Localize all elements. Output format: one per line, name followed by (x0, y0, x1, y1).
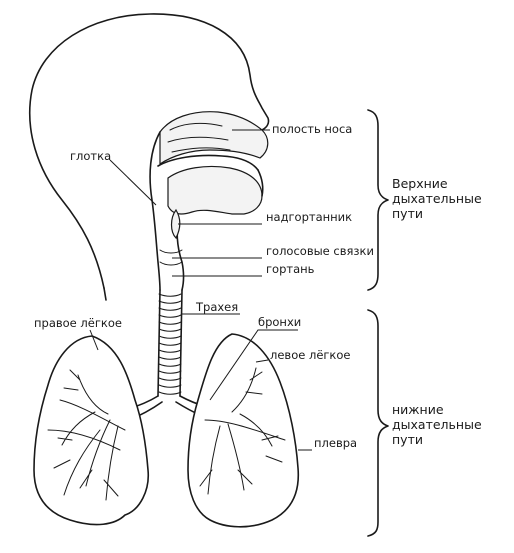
right-bronchial-tree (53, 369, 119, 501)
label-vocal-cords: голосовые связки (266, 244, 374, 258)
epiglottis-shape (170, 208, 181, 240)
upper-airways-line-2: дыхательные (392, 191, 482, 206)
tongue (167, 165, 263, 215)
lower-airways-line-1: нижние (392, 402, 444, 417)
upper-airways-brace (367, 109, 389, 291)
left-lung-shape (187, 333, 300, 528)
leader-pharynx (109, 159, 157, 206)
trachea-left-wall (157, 289, 161, 397)
trachea-ring (158, 314, 182, 318)
upper-airways-line-1: Верхние (392, 176, 448, 191)
palate (157, 154, 259, 171)
trachea-ring (158, 377, 182, 381)
trachea-ring (158, 335, 182, 339)
lower-airways-line-3: пути (392, 432, 423, 447)
head-outline (28, 13, 270, 289)
label-nasal-cavity: полость носа (272, 122, 352, 136)
trachea-ring (158, 300, 182, 304)
trachea-ring (158, 370, 182, 374)
label-trachea: Трахея (195, 300, 238, 314)
trachea-right-wall (179, 289, 183, 397)
leader-bronchi (209, 329, 298, 401)
right-lung-shape (33, 335, 150, 526)
label-pleura: плевра (314, 436, 357, 450)
trachea-ring (158, 307, 182, 311)
upper-airways-line-3: пути (392, 206, 423, 221)
nasal-turbinates (167, 122, 231, 153)
larynx-shape (159, 249, 183, 266)
trachea-ring (158, 384, 182, 388)
trachea-ring (158, 363, 182, 367)
label-right-lung: правое лёгкое (34, 316, 122, 330)
neck-back (103, 287, 107, 301)
trachea-ring (158, 328, 182, 332)
leader-right-lung (89, 329, 99, 351)
label-pharynx: глотка (70, 149, 111, 163)
label-left-lung: левое лёгкое (270, 348, 351, 362)
left-lung-lobe-line (204, 419, 286, 441)
left-bronchial-tree (199, 367, 283, 495)
label-bronchi: бронхи (258, 315, 301, 329)
leader-left-lung (255, 359, 269, 363)
pharynx-wall-back (149, 131, 161, 291)
trachea-ring (158, 391, 182, 395)
oral-cavity-front (257, 169, 264, 197)
trachea-ring (158, 321, 182, 325)
label-epiglottis: надгортанник (266, 210, 352, 224)
trachea-ring (158, 293, 182, 297)
trachea-ring (158, 356, 182, 360)
lower-airways-brace (367, 309, 389, 537)
trachea-rings (158, 293, 182, 395)
trachea-ring (158, 342, 182, 346)
lower-airways-line-2: дыхательные (392, 417, 482, 432)
label-larynx: гортань (266, 262, 315, 276)
trachea-ring (158, 349, 182, 353)
